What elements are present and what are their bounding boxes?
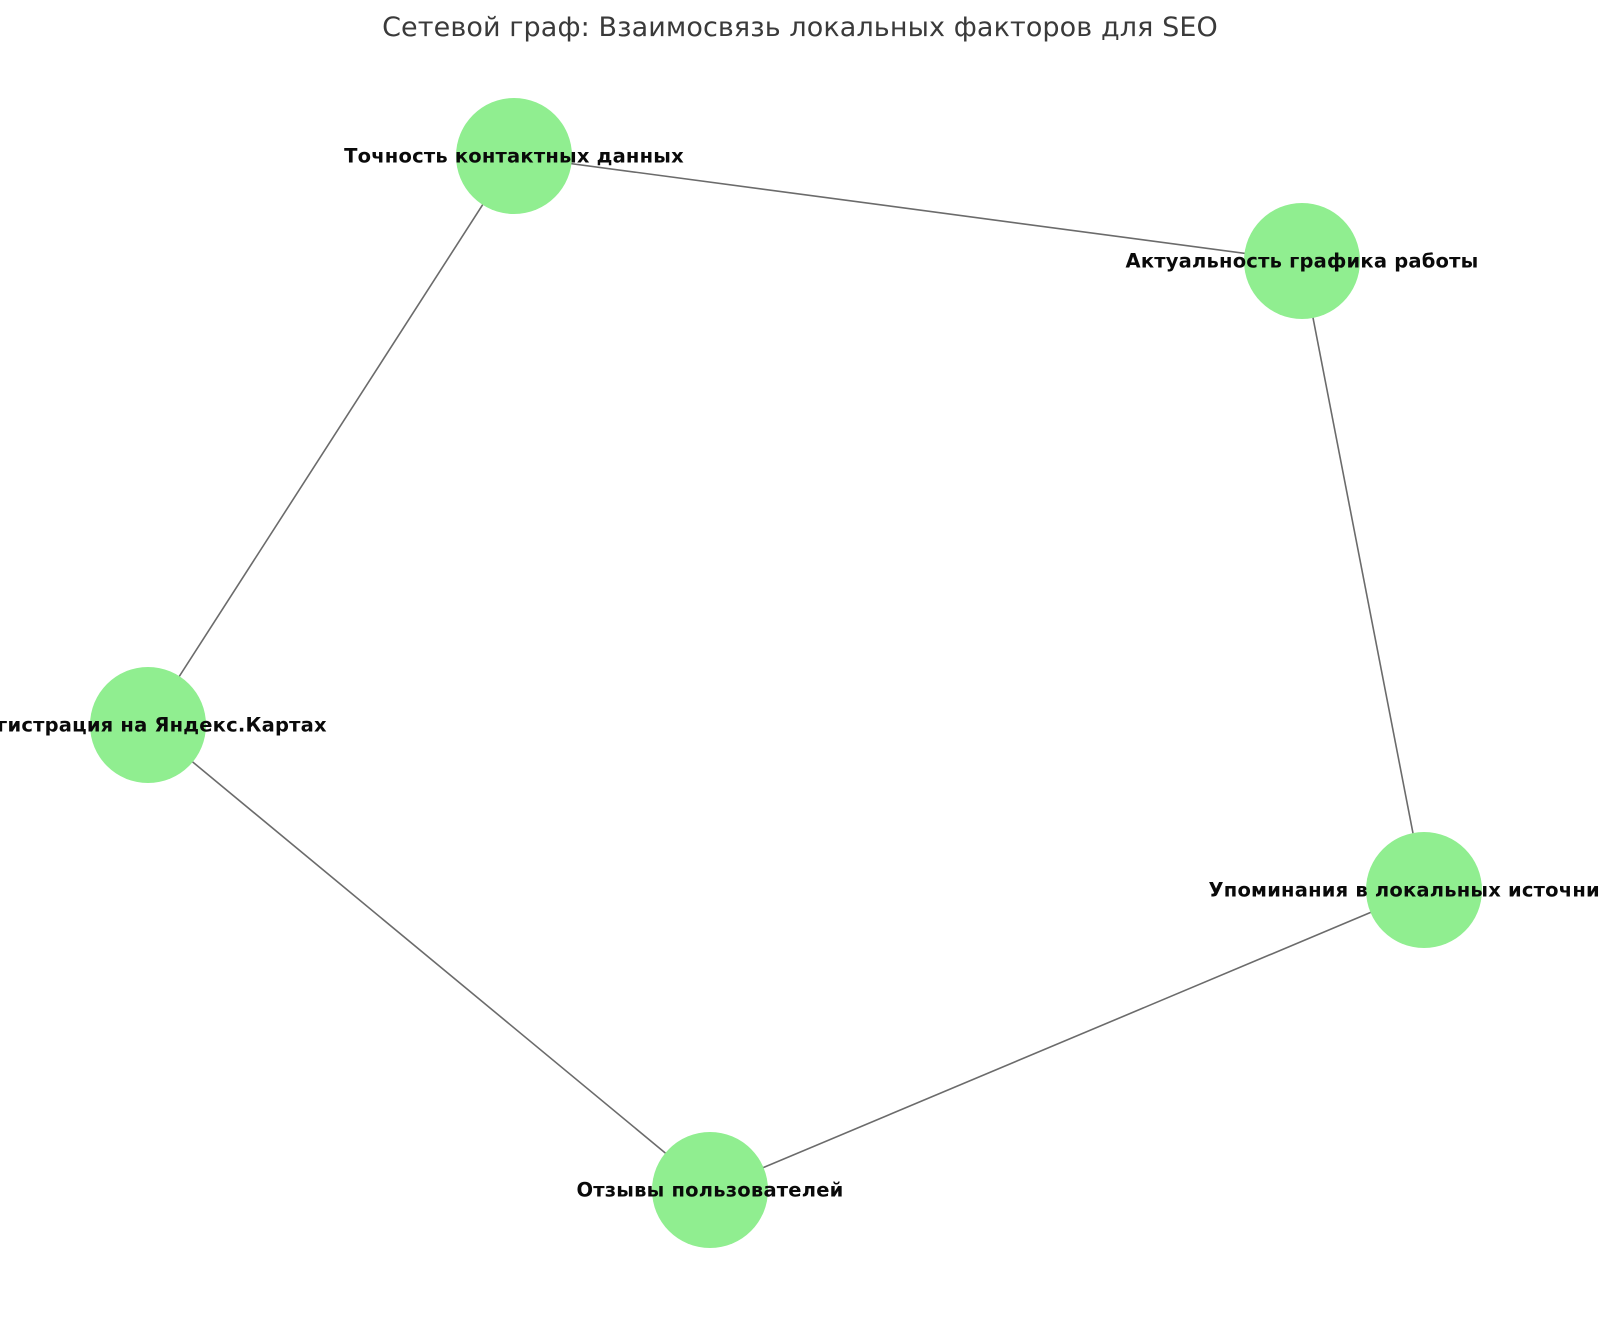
- graph-edge: [513, 155, 1303, 262]
- graph-node-reviews[interactable]: [652, 1132, 768, 1248]
- graph-edge: [1301, 260, 1425, 891]
- graph-node-label-contacts: Точность контактных данных: [344, 144, 684, 168]
- graph-node-label-yandex-maps: Регистрация на Яндекс.Картах: [0, 713, 327, 737]
- graph-node-yandex-maps[interactable]: [90, 667, 206, 783]
- graph-node-local-sources[interactable]: [1366, 832, 1482, 948]
- graph-node-label-local-sources: Упоминания в локальных источниках: [1208, 878, 1600, 902]
- graph-edge: [147, 724, 711, 1191]
- graph-node-label-schedule: Актуальность графика работы: [1125, 249, 1479, 273]
- graph-edge: [709, 889, 1425, 1191]
- graph-node-contacts[interactable]: [456, 98, 572, 214]
- graph-node-schedule[interactable]: [1244, 203, 1360, 319]
- graph-node-label-reviews: Отзывы пользователей: [576, 1178, 844, 1202]
- graph-edge: [147, 155, 515, 726]
- page-title: Сетевой граф: Взаимосвязь локальных факт…: [382, 12, 1218, 43]
